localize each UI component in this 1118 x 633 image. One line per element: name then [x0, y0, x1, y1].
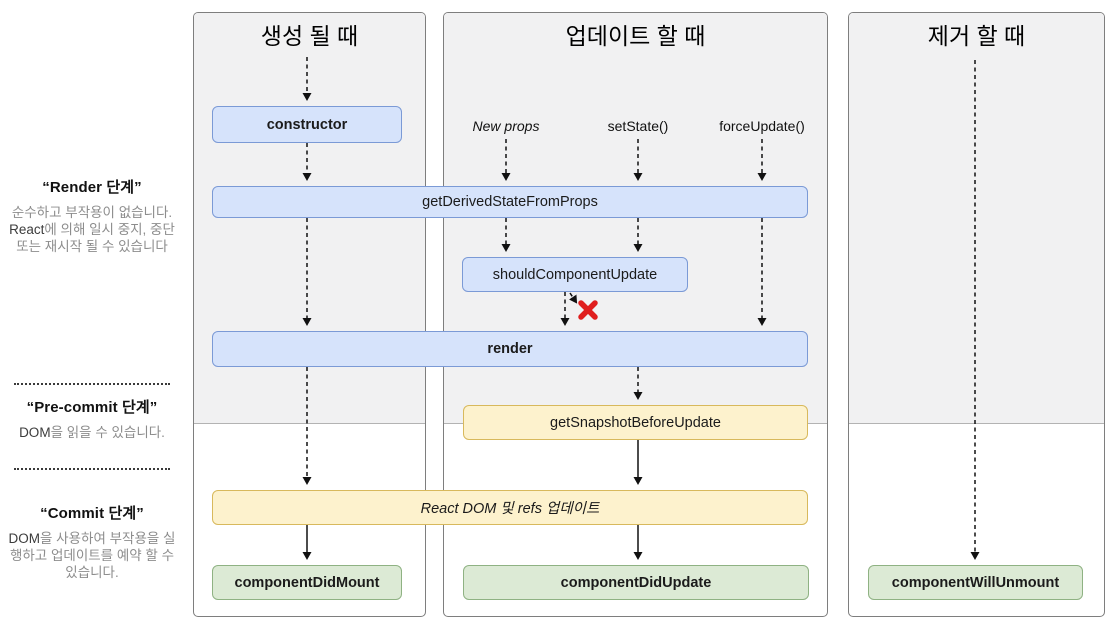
panel-update — [443, 12, 828, 617]
box-componentwillunmount: componentWillUnmount — [868, 565, 1083, 600]
phase-pre-commit: “Pre-commit 단계” DOM을 읽을 수 있습니다. — [8, 396, 176, 441]
panel-title-unmount: 제거 할 때 — [927, 23, 1026, 49]
phase-commit-desc-post: 을 사용하여 부작용을 실행하고 업데이트를 예약 할 수 있습니다. — [9, 531, 176, 580]
box-getsnapshotbeforeupdate: getSnapshotBeforeUpdate — [463, 405, 808, 440]
panel-title-update: 업데이트 할 때 — [565, 23, 706, 49]
box-react-dom-update: React DOM 및 refs 업데이트 — [212, 490, 808, 525]
panel-title-mount: 생성 될 때 — [260, 23, 359, 49]
box-shouldcomponentupdate: shouldComponentUpdate — [462, 257, 688, 292]
phase-render-title: “Render 단계” — [42, 179, 142, 196]
dotted-divider-top — [14, 383, 170, 385]
box-componentdidmount: componentDidMount — [212, 565, 402, 600]
box-render: render — [212, 331, 808, 367]
box-constructor: constructor — [212, 106, 402, 143]
dotted-divider-bottom — [14, 468, 170, 470]
phase-commit-description: DOM을 사용하여 부작용을 실행하고 업데이트를 예약 할 수 있습니다. — [8, 530, 176, 581]
phase-render: “Render 단계” 순수하고 부작용이 없습니다. React에 의해 일시… — [8, 176, 176, 255]
phase-render-description: 순수하고 부작용이 없습니다. React에 의해 일시 중지, 중단 또는 재… — [8, 204, 176, 255]
phase-commit-desc-code: DOM — [8, 531, 41, 546]
phase-render-desc-pre: 순수하고 부작용이 없습니다. — [11, 205, 173, 220]
phase-pre-commit-title: “Pre-commit 단계” — [26, 399, 158, 416]
phase-pre-commit-desc-post: 을 읽을 수 있습니다. — [50, 425, 165, 440]
trigger-forceupdate: forceUpdate() — [719, 118, 805, 134]
panel-unmount — [848, 12, 1105, 617]
panel-mount — [193, 12, 426, 617]
phase-render-desc-code: React — [9, 222, 45, 237]
render-phase-region-unmount — [849, 13, 1104, 424]
phase-render-desc-post: 에 의해 일시 중지, 중단 또는 재시작 될 수 있습니다 — [16, 222, 175, 254]
box-getderivedstatefromprops: getDerivedStateFromProps — [212, 186, 808, 218]
phase-pre-commit-desc-code: DOM — [19, 425, 51, 440]
phase-commit: “Commit 단계” DOM을 사용하여 부작용을 실행하고 업데이트를 예약… — [8, 502, 176, 581]
trigger-new-props: New props — [472, 118, 540, 134]
trigger-setstate: setState() — [607, 118, 669, 134]
phase-commit-title: “Commit 단계” — [40, 505, 144, 522]
box-componentdidupdate: componentDidUpdate — [463, 565, 809, 600]
phase-pre-commit-description: DOM을 읽을 수 있습니다. — [8, 424, 176, 441]
